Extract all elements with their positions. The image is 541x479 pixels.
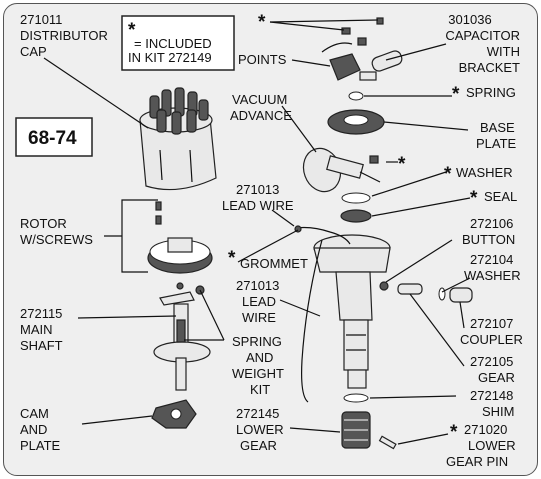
rotor bbox=[147, 201, 213, 274]
label-seal: SEAL bbox=[484, 189, 517, 204]
label-pin-number: 271020 bbox=[464, 422, 507, 437]
washer bbox=[341, 192, 371, 204]
label-weight-3: WEIGHT bbox=[232, 366, 284, 381]
button bbox=[379, 281, 389, 291]
label-weight-2: AND bbox=[246, 350, 273, 365]
leader-lines bbox=[43, 19, 471, 445]
seal bbox=[340, 209, 372, 223]
label-capacitor-3: BRACKET bbox=[459, 60, 520, 75]
lead-wire-top bbox=[295, 226, 351, 245]
label-shim-number: 272148 bbox=[470, 388, 513, 403]
label-vacuum-2: ADVANCE bbox=[230, 108, 292, 123]
label-rotor-1: ROTOR bbox=[20, 216, 67, 231]
vacuum-advance bbox=[302, 147, 381, 193]
label-weight-4: KIT bbox=[250, 382, 270, 397]
kit-legend-box bbox=[121, 15, 235, 71]
label-cam-1: CAM bbox=[20, 406, 49, 421]
kit-legend-line-1: = INCLUDED bbox=[134, 36, 212, 51]
spring-weight-parts bbox=[159, 282, 205, 306]
main-shaft bbox=[153, 303, 211, 391]
label-leadwire: LEAD WIRE bbox=[222, 198, 294, 213]
label-lowergear-1: LOWER bbox=[236, 422, 284, 437]
label-rotor-2: W/SCREWS bbox=[20, 232, 93, 247]
label-shaft-2: SHAFT bbox=[20, 338, 63, 353]
label-shim: SHIM bbox=[482, 404, 515, 419]
star-washer: * bbox=[444, 164, 452, 185]
label-capacitor-number: 301036 bbox=[448, 12, 491, 27]
labels: 271011 DISTRIBUTOR CAP * = INCLUDED IN K… bbox=[15, 12, 523, 469]
kit-legend-star: * bbox=[128, 20, 136, 41]
label-points: POINTS bbox=[238, 52, 287, 67]
label-cap-name-2: CAP bbox=[20, 44, 47, 59]
vacuum-screw bbox=[369, 155, 379, 164]
label-cap-name-1: DISTRIBUTOR bbox=[20, 28, 108, 43]
small-spring bbox=[348, 91, 364, 101]
label-cap-number: 271011 bbox=[20, 12, 62, 27]
star-vacuum-screw: * bbox=[398, 154, 406, 175]
coupler bbox=[449, 287, 473, 303]
diagram-frame bbox=[3, 3, 538, 476]
label-base-1: BASE bbox=[480, 120, 515, 135]
shim bbox=[343, 393, 369, 403]
label-button: BUTTON bbox=[462, 232, 515, 247]
label-weight-1: SPRING bbox=[232, 334, 282, 349]
label-lowergear-2: GEAR bbox=[240, 438, 277, 453]
label-base-2: PLATE bbox=[476, 136, 517, 151]
label-pin-2: GEAR PIN bbox=[446, 454, 508, 469]
label-vacuum-1: VACUUM bbox=[232, 92, 287, 107]
distributor-cap bbox=[139, 87, 217, 191]
label-cam-3: PLATE bbox=[20, 438, 61, 453]
label-leadwire2-1: LEAD bbox=[242, 294, 276, 309]
lower-gear-pin bbox=[378, 435, 397, 450]
capacitor bbox=[359, 50, 403, 81]
points-screws bbox=[341, 17, 384, 46]
star-screws: * bbox=[258, 12, 266, 33]
label-capacitor-2: WITH bbox=[487, 44, 520, 59]
label-shaft-number: 272115 bbox=[20, 306, 62, 321]
label-pin-1: LOWER bbox=[468, 438, 516, 453]
label-spring: SPRING bbox=[466, 85, 516, 100]
points bbox=[321, 42, 361, 81]
label-coupler: COUPLER bbox=[460, 332, 523, 347]
label-button-number: 272106 bbox=[470, 216, 513, 231]
label-grommet: GROMMET bbox=[240, 256, 308, 271]
gear-part bbox=[397, 283, 423, 295]
label-coupler-number: 272107 bbox=[470, 316, 513, 331]
label-washer2-number: 272104 bbox=[470, 252, 513, 267]
base-plate bbox=[327, 109, 385, 135]
label-shaft-1: MAIN bbox=[20, 322, 53, 337]
label-gear: GEAR bbox=[478, 370, 515, 385]
washer-272104 bbox=[438, 287, 446, 301]
star-seal: * bbox=[470, 188, 478, 209]
star-grommet: * bbox=[228, 248, 236, 269]
kit-legend-line-2: IN KIT 272149 bbox=[128, 50, 212, 65]
lead-wire-side bbox=[301, 239, 323, 403]
cam-plate bbox=[151, 399, 197, 429]
distributor-housing bbox=[313, 234, 391, 389]
lower-gear bbox=[341, 411, 371, 449]
year-box bbox=[15, 117, 93, 157]
label-cam-2: AND bbox=[20, 422, 47, 437]
label-leadwire2-number: 271013 bbox=[236, 278, 279, 293]
year-label: 68-74 bbox=[28, 128, 77, 149]
star-spring: * bbox=[452, 84, 460, 105]
label-capacitor-1: CAPACITOR bbox=[445, 28, 520, 43]
label-washer2: WASHER bbox=[464, 268, 521, 283]
label-lowergear-number: 272145 bbox=[236, 406, 279, 421]
star-pin: * bbox=[450, 422, 458, 443]
label-gear-number: 272105 bbox=[470, 354, 513, 369]
label-leadwire-number: 271013 bbox=[236, 182, 279, 197]
label-leadwire2-2: WIRE bbox=[242, 310, 276, 325]
label-washer: WASHER bbox=[456, 165, 513, 180]
